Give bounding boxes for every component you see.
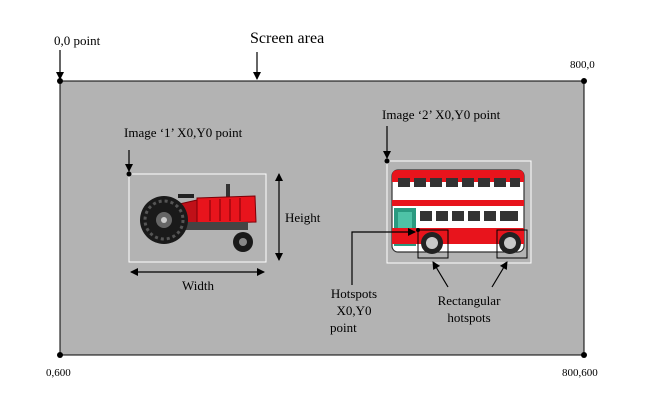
rect-hotspot-arrow-right: [491, 261, 508, 288]
rect-hotspot-arrow-left: [432, 261, 449, 288]
hotspots-label-line2: X0,Y0: [336, 303, 372, 318]
rect-hotspots-line1: Rectangular: [437, 293, 501, 308]
corner-dot-top-right: [581, 78, 587, 84]
rectangular-hotspots-label: Rectangular hotspots: [428, 293, 510, 325]
image1-origin-dot: [126, 171, 132, 177]
image1-frame: [128, 173, 267, 263]
tractor-icon: [140, 184, 257, 252]
screen-area-label: Screen area: [250, 30, 325, 47]
image2-frame: [386, 160, 532, 264]
rect-hotspots-line2: hotspots: [447, 310, 491, 325]
hotspot-origin-arrow: [351, 228, 416, 285]
bottom-right-coord-label: 800,600: [562, 367, 598, 379]
origin-label: 0,0 point: [54, 33, 101, 48]
image2-origin-dot: [384, 158, 390, 164]
hotspot-rect-rear: [496, 229, 528, 259]
width-label: Width: [182, 278, 214, 293]
image2-origin-label: Image ‘2’ X0,Y0 point: [382, 107, 501, 122]
bottom-left-coord-label: 0,600: [46, 367, 71, 379]
height-label: Height: [285, 210, 321, 225]
image1-origin-label: Image ‘1’ X0,Y0 point: [124, 125, 243, 140]
corner-dot-bottom-left: [57, 352, 63, 358]
corner-dot-bottom-right: [581, 352, 587, 358]
top-right-coord-label: 800,0: [570, 59, 595, 71]
hotspot-origin-dot: [416, 228, 420, 232]
hotspots-label: Hotspots X0,Y0 point: [330, 286, 378, 335]
hotspots-label-line3: point: [330, 320, 357, 335]
hotspots-label-line1: Hotspots: [330, 286, 378, 301]
hotspot-rect-front: [417, 229, 449, 259]
double-decker-bus-icon: [391, 169, 525, 254]
